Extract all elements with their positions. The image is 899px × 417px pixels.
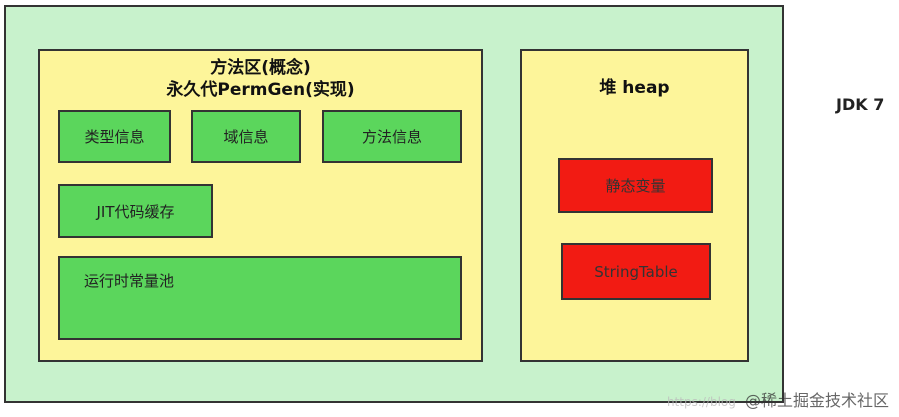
watermark-url: https://blog [666,395,736,409]
string-table-label: StringTable [594,262,678,281]
type-info-box: 类型信息 [58,110,171,163]
watermark-text: @稀土掘金技术社区 [744,391,889,410]
runtime-constant-pool-box: 运行时常量池 [58,256,462,340]
jit-cache-label: JIT代码缓存 [96,202,175,221]
field-info-label: 域信息 [223,128,269,146]
permgen-title: 永久代PermGen(实现) [166,80,355,100]
heap-title: 堆 heap [599,78,670,98]
jit-cache-box: JIT代码缓存 [58,184,213,238]
jdk-version-label: JDK 7 [836,95,885,114]
method-info-label: 方法信息 [361,128,422,146]
static-variables-label: 静态变量 [605,177,666,195]
method-info-box: 方法信息 [322,110,462,163]
type-info-label: 类型信息 [84,128,145,146]
runtime-constant-pool-label: 运行时常量池 [84,272,175,290]
heap-panel: 堆 heap 静态变量 StringTable [520,49,749,362]
method-area-title: 方法区(概念) [210,58,311,78]
watermark: https://blog @稀土掘金技术社区 [667,387,889,411]
string-table-box: StringTable [561,243,711,300]
method-area-panel: 方法区(概念) 永久代PermGen(实现) 类型信息 域信息 方法信息 JIT… [38,49,483,362]
static-variables-box: 静态变量 [558,158,713,213]
field-info-box: 域信息 [191,110,301,163]
